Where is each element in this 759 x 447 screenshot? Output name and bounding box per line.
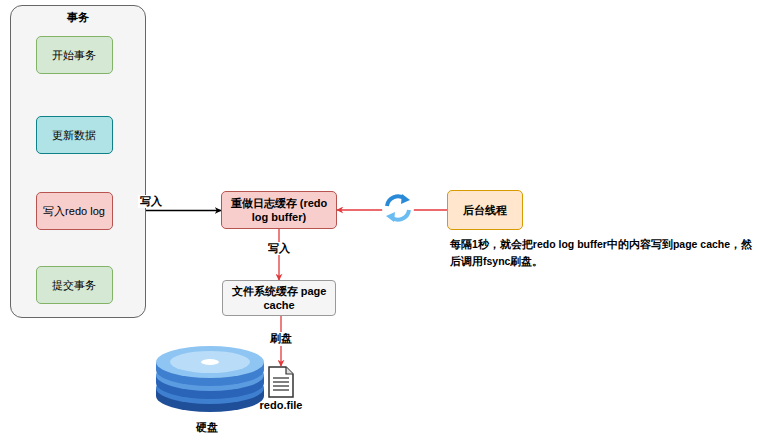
transaction-group: 事务开始事务更新数据写入redo log 提交事务 <box>10 5 146 318</box>
process-box: 更新数据 <box>36 116 113 154</box>
edge-label: 刷盘 <box>268 332 294 346</box>
node-text: 开始事务 <box>47 48 101 62</box>
thread-box: 后台线程 <box>447 190 523 230</box>
node-text: 重做日志缓存 (redo log buffer) <box>222 196 336 225</box>
process-box: 提交事务 <box>36 266 113 304</box>
node-text: 后台线程 <box>458 203 512 217</box>
process-box: 写入redo log <box>36 192 113 230</box>
cache-box: 文件系统缓存 page cache <box>222 280 336 316</box>
node-text: 文件系统缓存 page cache <box>223 284 335 313</box>
disk-label: 硬盘 <box>196 419 236 436</box>
node-text: 更新数据 <box>47 128 101 142</box>
edge-label: 写入 <box>138 195 164 209</box>
refresh-icon <box>382 192 414 224</box>
disk-illustration <box>156 346 264 412</box>
process-box: 开始事务 <box>36 36 113 74</box>
node-text: redo.file <box>255 398 308 412</box>
node-text: 事务 <box>62 10 94 24</box>
file-node: redo.file <box>253 366 309 414</box>
file-icon <box>268 366 294 398</box>
edge-label: 写入 <box>266 242 292 256</box>
node-text: 写入redo log <box>38 204 110 218</box>
node-text: 提交事务 <box>47 278 101 292</box>
buffer-box: 重做日志缓存 (redo log buffer) <box>221 191 337 229</box>
note-text: 每隔1秒，就会把redo log buffer中的内容写到page cache，… <box>450 236 755 270</box>
